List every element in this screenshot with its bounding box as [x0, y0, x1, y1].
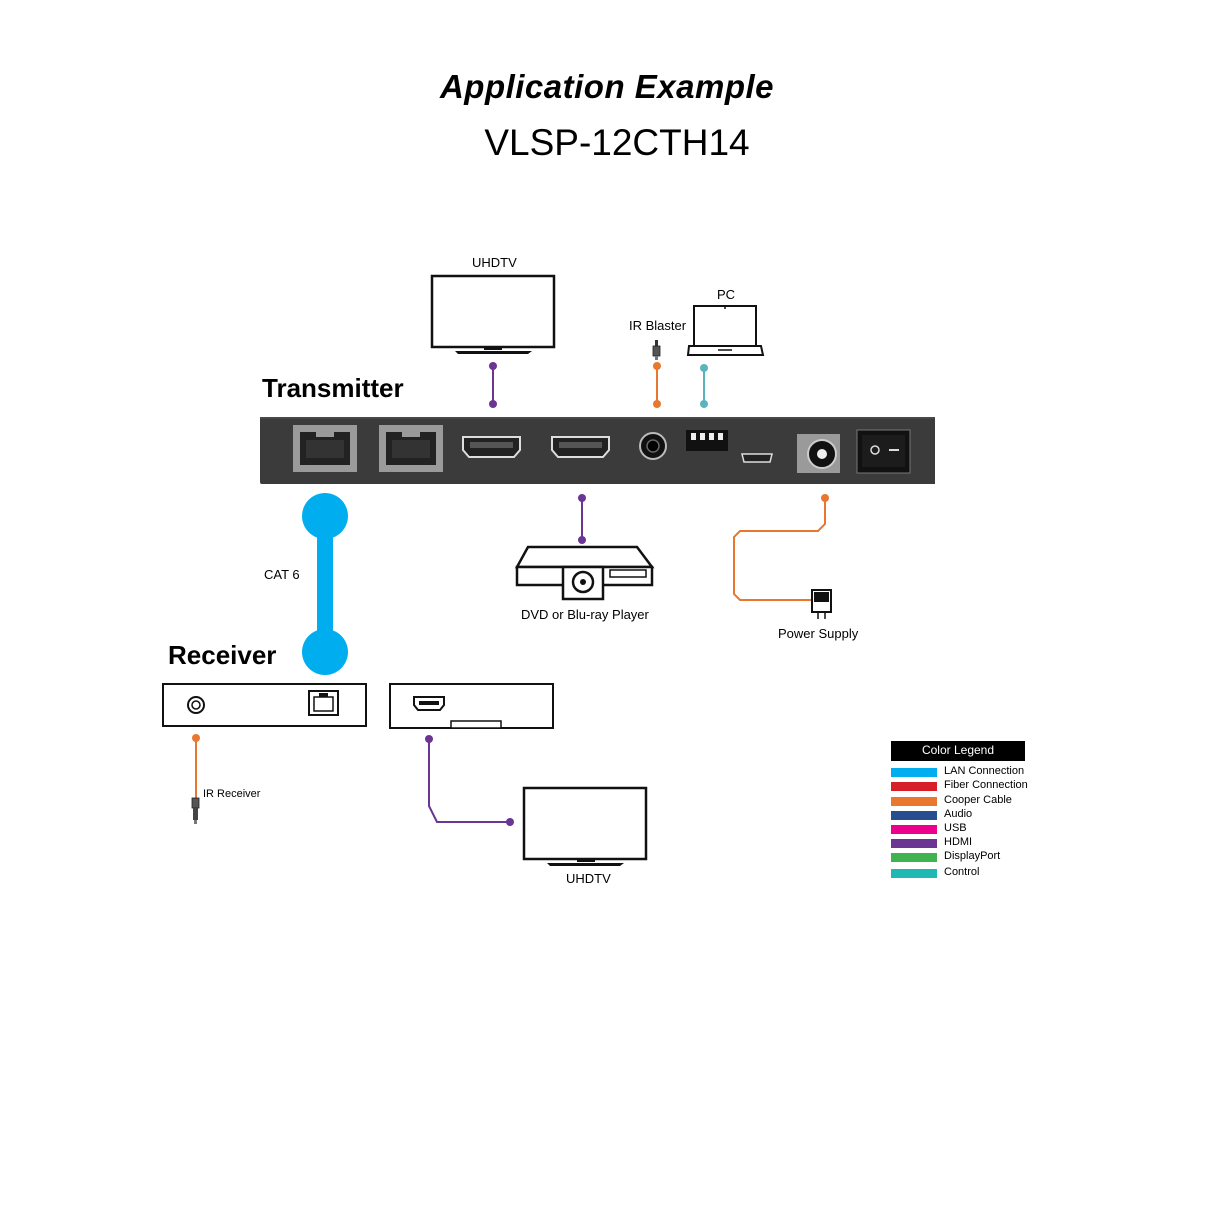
legend-swatch [891, 839, 937, 848]
legend-swatch [891, 797, 937, 806]
power-copper-line [733, 494, 829, 601]
power-supply-icon [811, 589, 832, 619]
dvd-hdmi-line [578, 494, 586, 544]
legend-label: Fiber Connection [944, 779, 1028, 791]
ir-receiver-copper-line [192, 734, 200, 798]
receiver-label: Receiver [168, 640, 277, 670]
dip-switch-icon [686, 430, 728, 451]
legend-swatch [891, 853, 937, 862]
micro-usb-port-icon [741, 453, 773, 463]
power-supply-label: Power Supply [778, 626, 859, 641]
uhdtv-top-label: UHDTV [472, 255, 517, 270]
hdmi-out-port-icon [462, 436, 521, 458]
dvd-player-icon [514, 545, 655, 601]
receiver-unit [162, 683, 367, 727]
bottom-hdmi-line [425, 735, 514, 826]
receiver-hdmi-unit [389, 683, 554, 729]
dc-power-jack-icon [797, 434, 840, 473]
ir-jack-icon [639, 432, 667, 460]
legend-label: Cooper Cable [944, 794, 1012, 806]
legend-swatch [891, 869, 937, 878]
cat6-label: CAT 6 [264, 567, 300, 582]
legend-label: USB [944, 822, 967, 834]
legend-label: LAN Connection [944, 765, 1025, 777]
legend-label: HDMI [944, 836, 973, 848]
legend-title: Color Legend [921, 743, 995, 757]
legend-header [891, 741, 1025, 761]
uhdtv-bottom-label: UHDTV [566, 871, 611, 886]
power-switch-icon [856, 429, 911, 474]
page-title: Application Example [439, 68, 775, 105]
pc-label: PC [717, 287, 736, 302]
pc-control-line [700, 364, 708, 408]
uhdtv-top-icon [430, 274, 556, 354]
dvd-player-label: DVD or Blu-ray Player [521, 607, 649, 622]
transmitter-label: Transmitter [262, 373, 404, 403]
cat6-cable [302, 493, 348, 675]
legend-swatch [891, 768, 937, 777]
pc-laptop-icon [686, 305, 765, 356]
uhdtv-hdmi-line [489, 362, 497, 408]
legend-swatch [891, 825, 937, 834]
ir-receiver-icon [191, 797, 200, 824]
model-number: VLSP-12CTH14 [484, 122, 750, 163]
legend-label: DisplayPort [944, 850, 1001, 862]
rj45-port-2-icon [379, 425, 443, 472]
legend-swatch [891, 811, 937, 820]
uhdtv-bottom-icon [522, 786, 648, 866]
legend-swatch [891, 782, 937, 791]
hdmi-in-port-icon [551, 436, 610, 458]
ir-blaster-copper-line [653, 362, 661, 408]
ir-blaster-icon [652, 340, 661, 360]
ir-blaster-label: IR Blaster [629, 318, 687, 333]
rj45-port-1-icon [293, 425, 357, 472]
ir-receiver-label: IR Receiver [203, 788, 261, 800]
legend-label: Control [944, 866, 980, 878]
legend-label: Audio [944, 808, 973, 820]
transmitter-unit [260, 417, 935, 484]
